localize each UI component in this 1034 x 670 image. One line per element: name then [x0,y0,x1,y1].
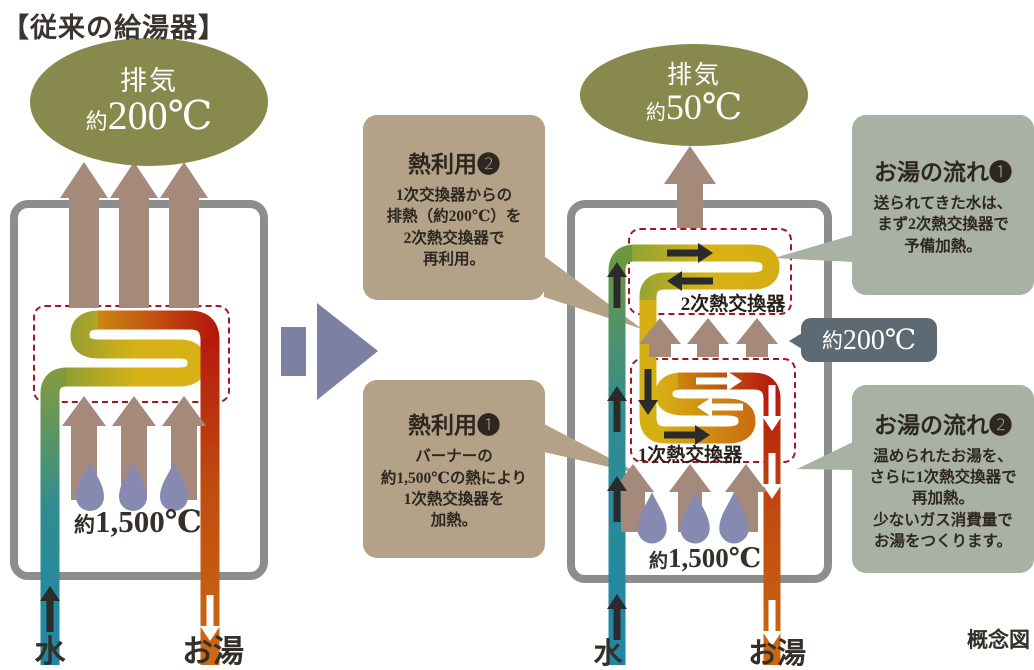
footnote: 概念図 [967,628,1030,652]
page-title: 【従来の給湯器】 [2,13,226,43]
exhaust-label: 排気 [666,61,721,89]
callout-body: 送られてきた水は、 まず2次熱交換器で 予備加熱。 [873,194,1013,255]
left-exhaust-oval: 排気 約200℃ [30,38,268,166]
right-hot-water-label: お湯 [747,638,806,670]
callout-hot-water-flow-1: お湯の流れ❶ 送られてきた水は、 まず2次熱交換器で 予備加熱。 [852,115,1034,295]
exhaust-label: 排気 [120,65,178,96]
left-water-label: 水 [34,634,66,669]
callout-body: バーナーの 約1,500℃の熱により 1次熱交換器を 加熱。 [380,448,528,530]
callout-heat-use-1: 熱利用❶ バーナーの 約1,500℃の熱により 1次熱交換器を 加熱。 [363,380,545,558]
callout-body: 温められたお湯を、 さらに1次熱交換器で 再加熱。 少ないガス消費量で お湯をつ… [869,447,1017,551]
callout-title: 熱利用❶ [408,413,500,439]
right-exhaust-oval: 排気 約50℃ [580,44,808,146]
badge-temp: 200℃ [842,325,917,356]
exhaust-temp: 約200℃ [85,93,213,139]
right-burner-temp: 約1,500℃ [648,543,762,573]
callout-title: お湯の流れ❶ [874,159,1012,185]
left-burner-temp: 約1,500℃ [74,504,202,539]
callout-heat-use-2: 熱利用❷ 1次交換器からの 排熱（約200℃）を 2次熱交換器で 再利用。 [363,115,545,300]
callout-title: お湯の流れ❷ [874,412,1012,438]
badge-prefix: 約 [821,329,843,353]
right-water-label: 水 [593,638,623,670]
left-heat-exchanger-zone [33,305,230,403]
temp-badge-tail [789,333,802,349]
callout-title: 熱利用❷ [408,151,500,177]
secondary-hx-label: 2次熱交換器 [680,294,786,315]
primary-hx-label: 1次熱交換器 [637,445,743,466]
exhaust-temp: 約50℃ [645,87,743,128]
left-hot-water-label: お湯 [182,634,244,669]
callout-body: 1次交換器からの 排熱（約200℃）を 2次熱交換器で 再利用。 [386,186,522,268]
transition-arrow-icon [281,303,378,400]
callout-hot-water-flow-2: お湯の流れ❷ 温められたお湯を、 さらに1次熱交換器で 再加熱。 少ないガス消費… [852,385,1034,573]
